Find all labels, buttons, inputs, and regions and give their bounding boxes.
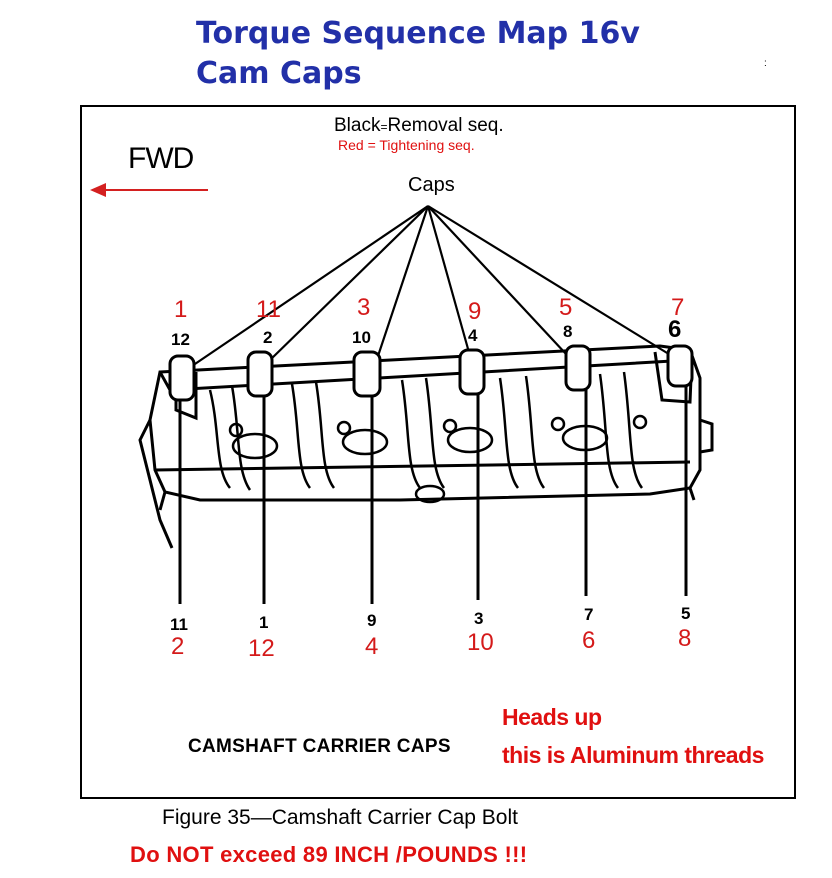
bottom-black-2: 1 bbox=[259, 613, 269, 632]
bottom-black-4: 3 bbox=[474, 609, 484, 628]
legend-removal: Black=Removal seq. bbox=[334, 115, 504, 137]
top-black-4: 4 bbox=[468, 326, 478, 345]
top-red-1: 1 bbox=[174, 296, 188, 323]
cap-3 bbox=[352, 350, 382, 398]
cap-4 bbox=[458, 348, 486, 396]
cap-6 bbox=[666, 344, 694, 388]
bottom-black-6: 5 bbox=[681, 604, 691, 623]
torque-warning: Do NOT exceed 89 INCH /POUNDS !!! bbox=[130, 842, 528, 867]
fwd-arrow-icon bbox=[90, 183, 208, 197]
bottom-black-3: 9 bbox=[367, 611, 377, 630]
bottom-red-3: 4 bbox=[365, 633, 379, 660]
top-black-3: 10 bbox=[352, 328, 371, 347]
bottom-black-5: 7 bbox=[584, 605, 594, 624]
diagram-frame bbox=[80, 105, 796, 799]
page-subtitle: Cam Caps bbox=[196, 56, 362, 91]
cylinder-head-body bbox=[138, 344, 714, 549]
aluminum-warning-line2: this is Aluminum threads bbox=[502, 742, 764, 768]
bolt-shafts bbox=[178, 386, 688, 604]
bottom-black-1: 11 bbox=[170, 615, 188, 634]
legend-removal-desc: Removal seq. bbox=[387, 115, 504, 136]
cam-caps bbox=[168, 344, 694, 402]
top-black-2: 2 bbox=[263, 328, 273, 347]
caps-leader-lines bbox=[191, 205, 673, 367]
cap-5 bbox=[564, 344, 592, 392]
bottom-red-4: 10 bbox=[467, 629, 494, 656]
figure-caption: Figure 35—Camshaft Carrier Cap Bolt bbox=[162, 806, 518, 829]
top-red-2: 11 bbox=[256, 296, 281, 323]
top-red-4: 9 bbox=[468, 298, 482, 325]
legend-tightening: Red = Tightening seq. bbox=[338, 137, 475, 153]
legend-equals: = bbox=[380, 120, 388, 134]
aluminum-warning-line1: Heads up bbox=[502, 704, 602, 730]
cap-1 bbox=[168, 354, 196, 402]
carrier-caps-label: CAMSHAFT CARRIER CAPS bbox=[188, 736, 451, 757]
top-black-6: 6 bbox=[668, 316, 682, 343]
top-red-6: 7 bbox=[671, 294, 685, 321]
bottom-red-6: 8 bbox=[678, 625, 692, 652]
top-black-1: 12 bbox=[171, 330, 190, 349]
cap-2 bbox=[246, 350, 274, 398]
bottom-red-1: 2 bbox=[171, 633, 185, 660]
bottom-red-2: 12 bbox=[248, 635, 275, 662]
caps-label: Caps bbox=[408, 174, 455, 196]
fwd-label: FWD bbox=[128, 142, 194, 175]
valve-gear-detail bbox=[208, 371, 648, 504]
page-title: Torque Sequence Map 16v bbox=[196, 16, 640, 51]
stray-mark: : bbox=[764, 58, 767, 69]
legend-black-word: Black bbox=[334, 115, 381, 136]
top-red-5: 5 bbox=[559, 294, 573, 321]
bottom-red-5: 6 bbox=[582, 627, 596, 654]
top-red-3: 3 bbox=[357, 294, 371, 321]
top-black-5: 8 bbox=[563, 322, 573, 341]
